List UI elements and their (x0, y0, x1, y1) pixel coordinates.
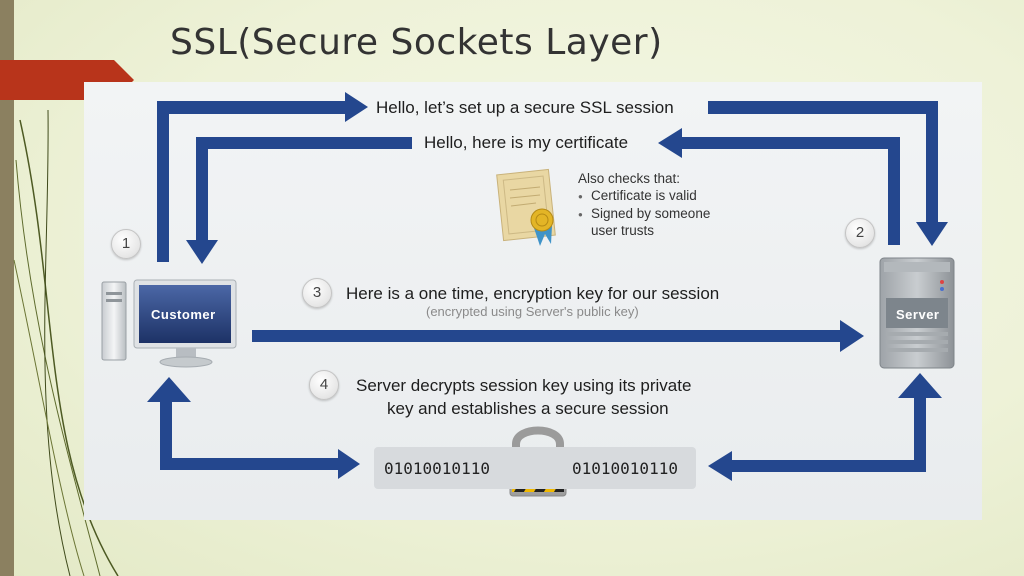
server-label: Server (896, 307, 940, 322)
server-icon (879, 257, 955, 369)
step-3-badge: 3 (302, 278, 332, 308)
secure-channel-right-arrow (708, 373, 942, 481)
checks-heading: Also checks that: (578, 171, 681, 186)
left-border-bar (0, 0, 14, 576)
step-4-text-line2: key and establishes a secure session (387, 399, 669, 418)
encrypted-data-box (374, 447, 696, 489)
check-item: Signed by someone (578, 206, 710, 221)
check-item-continued: user trusts (591, 223, 655, 238)
step-4-text-line1: Server decrypts session key using its pr… (356, 376, 692, 395)
hello-message: Hello, let’s set up a secure SSL session (376, 98, 674, 117)
certificate-arrow (186, 128, 900, 264)
hello-arrow (157, 92, 948, 262)
step-4-badge: 4 (309, 370, 339, 400)
binary-right: 01010010110 (572, 459, 678, 478)
slide-title: SSL(Secure Sockets Layer) (170, 22, 663, 63)
check-item: Certificate is valid (578, 188, 697, 203)
customer-label: Customer (151, 307, 216, 322)
session-key-arrow (252, 320, 864, 352)
certificate-icon (496, 168, 556, 246)
step-3-text: Here is a one time, encryption key for o… (346, 284, 720, 303)
step-2-badge: 2 (845, 218, 875, 248)
customer-computer-icon (101, 279, 237, 368)
decorative-swoosh-lines (13, 109, 119, 576)
binary-left: 01010010110 (384, 459, 490, 478)
step-3-subtext: (encrypted using Server's public key) (426, 304, 639, 319)
certificate-message: Hello, here is my certificate (424, 133, 629, 152)
secure-channel-left-arrow (147, 377, 360, 479)
step-1-badge: 1 (111, 229, 141, 259)
